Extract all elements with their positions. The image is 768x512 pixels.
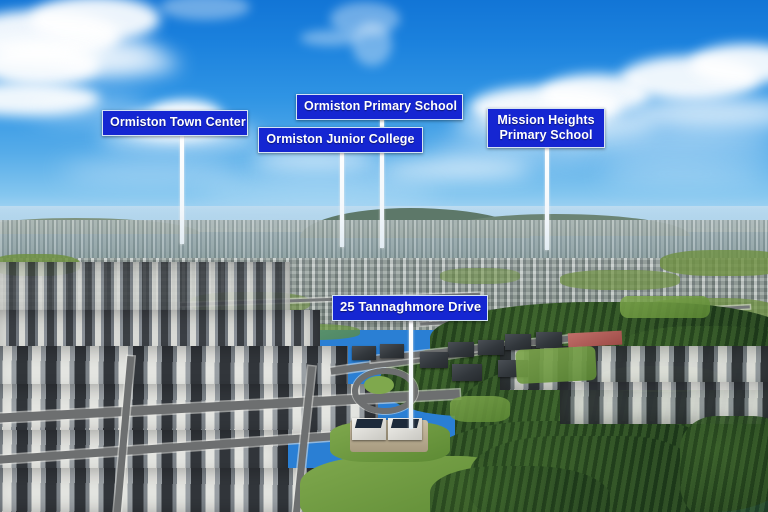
cloud: [630, 96, 768, 130]
house: [352, 346, 376, 360]
house: [452, 364, 482, 381]
house: [420, 352, 448, 368]
house: [448, 342, 474, 357]
open-field: [440, 268, 520, 284]
house: [478, 340, 504, 355]
sports-field: [515, 345, 597, 385]
label-ormiston-primary-school[interactable]: Ormiston Primary School: [296, 94, 463, 120]
solar-panel: [390, 419, 420, 428]
pointer-line-ormiston-town-center: [180, 132, 184, 244]
open-field: [660, 250, 768, 276]
cloud: [300, 30, 360, 46]
cloud: [330, 2, 400, 36]
house: [505, 334, 531, 350]
roundabout: [352, 368, 418, 414]
cloud: [160, 0, 250, 20]
label-ormiston-junior-college[interactable]: Ormiston Junior College: [258, 127, 423, 153]
cloud: [380, 160, 530, 178]
house: [536, 332, 562, 348]
house: [380, 344, 404, 358]
housing-block: [0, 468, 348, 512]
red-roof-building: [567, 330, 623, 348]
pointer-line-ormiston-primary-school: [380, 116, 384, 248]
pointer-line-ormiston-junior-college: [340, 149, 344, 247]
open-field: [560, 270, 680, 290]
cloud: [60, 162, 240, 180]
pointer-line-mission-heights-primary-school: [545, 146, 549, 250]
cloud: [690, 44, 768, 84]
cloud: [60, 50, 180, 76]
cloud: [250, 150, 380, 170]
bush-gully: [430, 466, 610, 512]
cloud: [600, 166, 768, 182]
label-subject-address[interactable]: 25 Tannaghmore Drive: [332, 295, 488, 321]
label-mission-heights-primary-school[interactable]: Mission Heights Primary School: [487, 108, 605, 148]
bush-gully: [680, 416, 768, 512]
roundabout-island: [364, 376, 394, 394]
solar-panel: [354, 419, 384, 428]
label-ormiston-town-center[interactable]: Ormiston Town Center: [102, 110, 248, 136]
landscape: [0, 206, 768, 512]
cloud: [352, 22, 392, 66]
lawn: [450, 396, 510, 422]
sports-field: [620, 296, 710, 318]
cloud: [200, 182, 440, 198]
pointer-line-subject-address: [409, 317, 413, 429]
